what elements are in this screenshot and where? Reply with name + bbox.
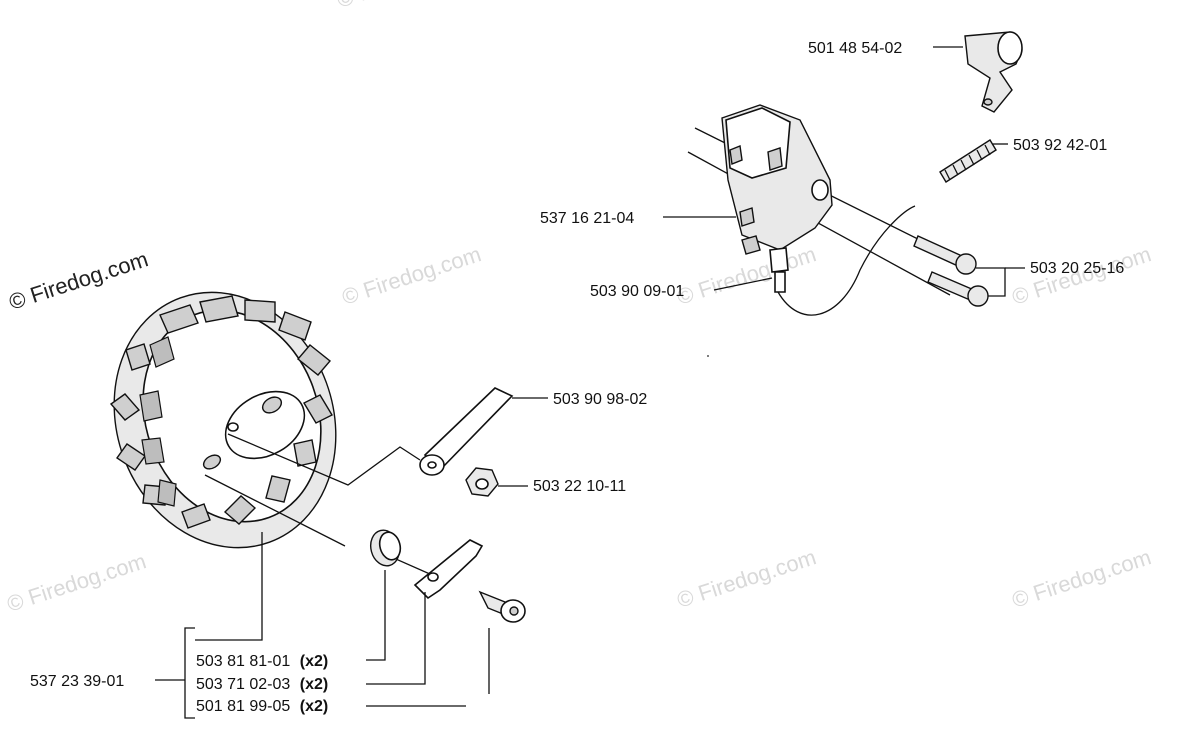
- callout-label: 503 90 09-01: [590, 283, 684, 300]
- watermark-text: © Firedog.com: [1009, 544, 1154, 612]
- quantity-label: (x2): [300, 653, 328, 670]
- lever-part: [419, 387, 514, 476]
- module-screw-part: [913, 235, 989, 307]
- callout-label: 503 90 98-02: [553, 391, 647, 408]
- callout-label: 503 20 25-16: [1030, 260, 1124, 277]
- quantity-label: (x2): [300, 676, 328, 693]
- shoulder-screw-part: [478, 590, 526, 623]
- pawl-part: [413, 539, 484, 600]
- watermark-text: © Firedog.com: [334, 0, 479, 13]
- spark-plug-cap-part: [964, 31, 1023, 113]
- nut-part: [465, 467, 499, 497]
- svg-text:503 71 02-03 (x2): 503 71 02-03 (x2): [196, 676, 328, 693]
- svg-text:501 81 99-05 (x2): 501 81 99-05 (x2): [196, 698, 328, 715]
- quantity-label: (x2): [300, 698, 328, 715]
- callout-label: 503 22 10-11: [533, 478, 626, 495]
- callout-label: 503 81 81-01: [196, 653, 290, 670]
- callout-label: 503 92 42-01: [1013, 137, 1107, 154]
- terminal-spring-part: [939, 139, 997, 183]
- watermark-text: © Firedog.com: [339, 241, 484, 309]
- svg-text:503 81 81-01 (x2): 503 81 81-01 (x2): [196, 653, 328, 670]
- callout-label: 501 81 99-05: [196, 698, 290, 715]
- callout-row: 503 81 81-01 (x2): [196, 653, 328, 670]
- ignition-module-part: [721, 104, 833, 293]
- flywheel-part: [109, 291, 337, 549]
- callout-label: 537 23 39-01: [30, 673, 124, 690]
- watermark-text: © Firedog.com: [4, 548, 149, 616]
- watermark-main: © Firedog.com: [6, 246, 151, 314]
- callout-row: 503 71 02-03 (x2): [196, 676, 328, 693]
- watermark-text: © Firedog.com: [674, 544, 819, 612]
- spring-part: [369, 529, 402, 567]
- callout-label: 503 71 02-03: [196, 676, 290, 693]
- callout-label: 537 16 21-04: [540, 210, 634, 227]
- callout-row: 501 81 99-05 (x2): [196, 698, 328, 715]
- callout-label: 501 48 54-02: [808, 40, 902, 57]
